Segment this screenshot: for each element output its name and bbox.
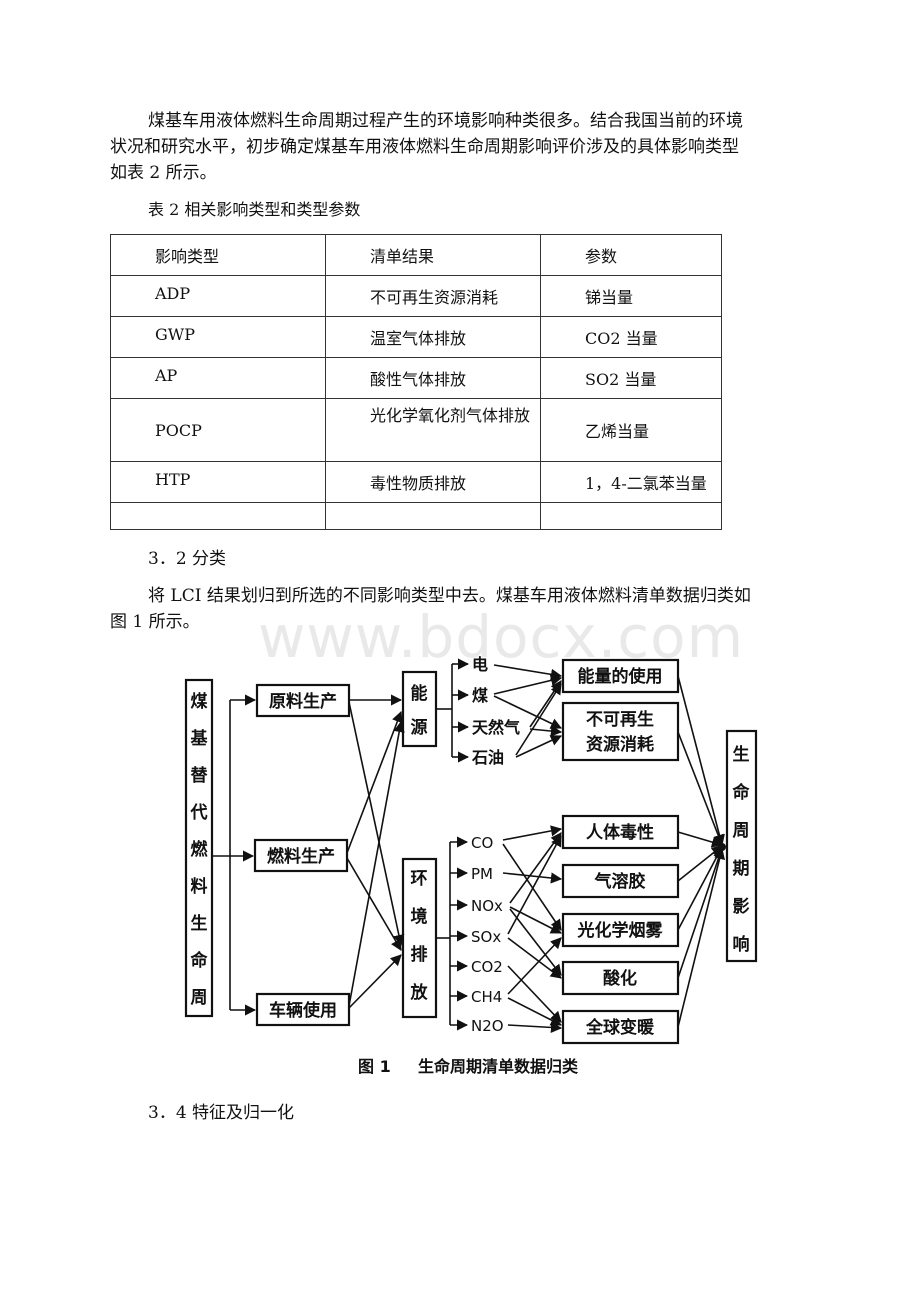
- figure-caption-text: 生命周期清单数据归类: [418, 1057, 579, 1076]
- emission-item: CO2: [471, 958, 503, 976]
- table-cell: 光化学氧化剂气体排放: [325, 398, 541, 462]
- table-cell: SO2 当量: [540, 357, 722, 399]
- table-row: HTP 毒性物质排放 1，4-二氯苯当量: [110, 461, 722, 503]
- classify-line-2: 图 1 所示。: [110, 612, 200, 632]
- table-header-cell: 参数: [540, 234, 722, 276]
- table-caption: 表 2 相关影响类型和类型参数: [148, 200, 361, 219]
- stage-box-fuel: [253, 838, 349, 873]
- impact-label-acid: 酸化: [603, 968, 637, 989]
- emission-item: PM: [471, 865, 493, 883]
- table-cell: 乙烯当量: [540, 398, 722, 462]
- emission-item: CO: [471, 834, 493, 852]
- result-label: 生命周期影响: [732, 744, 751, 955]
- table-cell: AP: [110, 357, 326, 399]
- table-cell: ADP: [110, 275, 326, 317]
- table-row: [110, 502, 722, 530]
- energy-item: 电: [472, 655, 488, 674]
- stage-label-vehicle: 车辆使用: [269, 1000, 337, 1021]
- source-label: 煤基替代燃料生命周: [190, 691, 209, 1008]
- table-cell: CO2 当量: [540, 316, 722, 358]
- impact-box-nonrenewable: [561, 701, 680, 762]
- emission-item: N2O: [471, 1017, 504, 1035]
- impact-label-aerosol: 气溶胶: [594, 871, 646, 892]
- table-header-cell: 影响类型: [110, 234, 326, 276]
- stage-box-vehicle: [255, 992, 351, 1027]
- impact-label-warming: 全球变暖: [585, 1017, 655, 1038]
- table-row: GWP 温室气体排放 CO2 当量: [110, 316, 722, 358]
- energy-item: 石油: [471, 748, 504, 767]
- impact-label-toxicity: 人体毒性: [586, 822, 654, 843]
- classify-line-1: 将 LCI 结果划归到所选的不同影响类型中去。煤基车用液体燃料清单数据归类如: [148, 586, 751, 606]
- result-box: [725, 729, 758, 963]
- table-row: AP 酸性气体排放 SO2 当量: [110, 357, 722, 399]
- energy-label: 能源: [411, 683, 428, 738]
- stage-label-fuel: 燃料生产: [267, 846, 335, 867]
- table-cell: [110, 502, 326, 530]
- impact-type-table: 影响类型 清单结果 参数 ADP 不可再生资源消耗 锑当量 GWP 温室气体排放…: [110, 234, 722, 530]
- impact-label-energy-use: 能量的使用: [578, 666, 663, 687]
- energy-item: 煤: [472, 686, 488, 705]
- table-cell: 锑当量: [540, 275, 722, 317]
- table-cell: GWP: [110, 316, 326, 358]
- source-box: [184, 678, 214, 1018]
- figure-caption-number: 图 1: [358, 1057, 391, 1076]
- impact-label-smog: 光化学烟雾: [577, 920, 664, 941]
- table-cell: 不可再生资源消耗: [325, 275, 541, 317]
- table-row: ADP 不可再生资源消耗 锑当量: [110, 275, 722, 317]
- intro-line-2: 状况和研究水平，初步确定煤基车用液体燃料生命周期影响评价涉及的具体影响类型: [110, 137, 739, 157]
- emission-item: CH4: [471, 988, 502, 1006]
- emission-item: SOx: [471, 928, 501, 946]
- intro-line-1: 煤基车用液体燃料生命周期过程产生的环境影响种类很多。结合我国当前的环境: [148, 111, 743, 131]
- table-cell: [540, 502, 722, 530]
- stage-label-raw: 原料生产: [269, 691, 337, 712]
- table-cell: POCP: [110, 398, 326, 462]
- table-row: POCP 光化学氧化剂气体排放 乙烯当量: [110, 398, 722, 462]
- impact-label-nonrenewable: 不可再生资源消耗: [586, 709, 654, 755]
- table-cell: 酸性气体排放: [325, 357, 541, 399]
- energy-item: 天然气: [472, 718, 520, 737]
- emission-item: NOx: [471, 897, 503, 915]
- emission-label: 环境排放: [410, 869, 429, 1003]
- intro-line-3: 如表 2 所示。: [110, 163, 217, 183]
- section-heading-3-2: 3．2 分类: [148, 549, 227, 569]
- section-heading-3-4: 3．4 特征及归一化: [148, 1103, 295, 1123]
